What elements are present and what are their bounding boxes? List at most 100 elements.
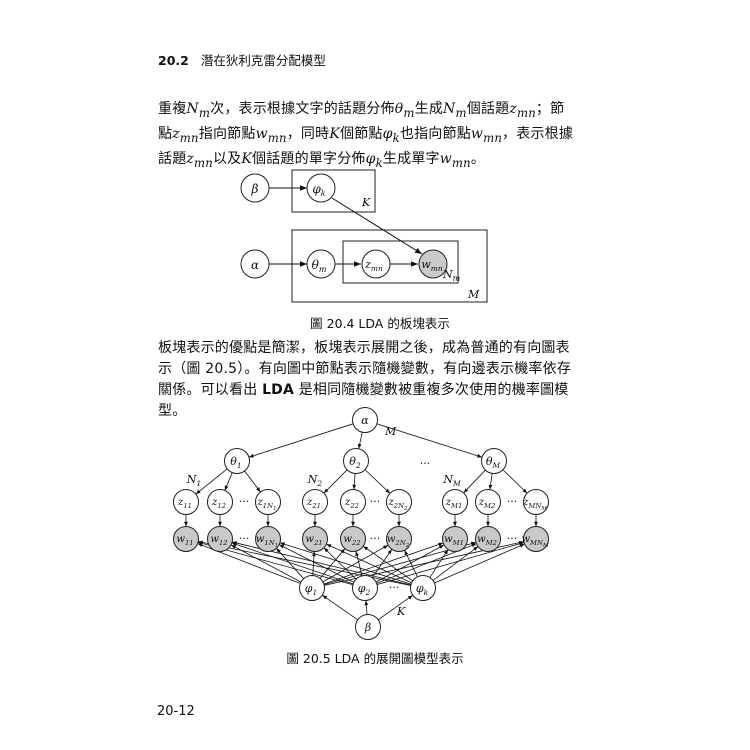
w-label: wM2 (477, 534, 497, 547)
z-node (386, 489, 412, 515)
edge-theta-z (352, 473, 357, 490)
edge-phi-w (276, 548, 304, 579)
z-label: z1N1 (256, 497, 276, 512)
math: wmn (439, 150, 471, 170)
plate-m-label: M (467, 288, 480, 301)
edge-alpha-theta (248, 423, 354, 458)
phi-label: φ2 (358, 582, 371, 597)
math: θm (394, 101, 415, 120)
w-node (475, 526, 501, 552)
w-node (418, 249, 448, 279)
theta-label: θ1 (230, 455, 241, 470)
math: Nm (443, 101, 467, 120)
edge-beta-phi (364, 600, 369, 615)
edge-phi-w (326, 543, 412, 584)
z-label: z12 (211, 497, 226, 510)
ellipsis: ··· (507, 532, 518, 545)
text: 個節點 (340, 125, 383, 142)
z-node (173, 489, 199, 515)
w-node (173, 526, 199, 552)
text: 指向節點 (198, 125, 256, 142)
k-label: K (396, 605, 406, 618)
edge-phi-w (371, 549, 393, 578)
w-node (523, 526, 549, 552)
z-node (475, 489, 501, 515)
z-label: z21 (306, 497, 321, 510)
text: 。 (470, 150, 486, 167)
plate-n-label: Nm (442, 268, 461, 283)
edge-phi-w (322, 544, 389, 583)
w-label: w1N1 (256, 534, 278, 549)
z-label: zMNM (522, 497, 547, 512)
section-number: 20.2 (158, 53, 189, 68)
math: K (241, 150, 253, 167)
figure-20-5-caption: 圖 20.5 LDA 的展開圖模型表示 (286, 651, 464, 666)
ellipsis: ··· (239, 495, 250, 508)
math: zmn (172, 125, 199, 145)
edge-theta-z (195, 468, 228, 495)
page-number: 20-12 (157, 704, 195, 719)
edge-phi-w (404, 550, 418, 577)
edge-phi-w (376, 541, 525, 585)
w-node (255, 526, 281, 552)
ellipsis: ··· (507, 495, 518, 508)
text: 也指向節點 (399, 125, 471, 142)
edge-phi-w (198, 540, 411, 586)
section-title: 潛在狄利克雷分配模型 (200, 53, 326, 68)
z-label: z2N2 (387, 497, 408, 512)
ellipsis: ··· (370, 532, 381, 545)
w-label: w21 (305, 534, 322, 547)
n-label: NM (442, 473, 461, 488)
edge-phi-w (312, 551, 316, 576)
beta-label: β (364, 621, 371, 634)
plate-m (291, 229, 488, 303)
z-node (255, 489, 281, 515)
text: ，表示根據話題 (158, 125, 574, 167)
edge-alpha-theta (357, 432, 363, 449)
z-node (361, 249, 391, 279)
text: 個話題 (466, 101, 510, 117)
w-label: wM1 (444, 534, 464, 547)
n-label: N2 (307, 473, 323, 488)
edge-phi-w (429, 549, 449, 578)
text: 以及 (212, 150, 242, 167)
phi-node (299, 575, 325, 601)
phi-node (306, 173, 336, 203)
theta-node (481, 448, 507, 474)
z-node (523, 489, 549, 515)
paragraph-1: 重複Nm次，表示根據文字的話題分佈θm生成Nm個話題zmn；節點zmn指向節點w… (158, 99, 578, 173)
edge-theta-z (364, 469, 391, 494)
edge-phi-w (375, 544, 445, 583)
w-label: w2N2 (387, 534, 410, 549)
m-label: M (384, 425, 397, 438)
edge-phi-w (319, 548, 346, 579)
edge-theta-z (323, 469, 348, 494)
edge-phi-w (434, 543, 525, 584)
w-label: wMNM (521, 534, 548, 549)
theta-node (224, 448, 250, 474)
z-node (442, 489, 468, 515)
text: 重複 (158, 101, 187, 117)
theta-label: θ2 (349, 455, 361, 470)
alpha-node (352, 407, 378, 433)
ellipsis: ··· (420, 457, 431, 470)
math: K (329, 125, 340, 142)
text: 板塊表示的優點是簡潔，板塊表示展開之後，成為普通的有向圖表示（圖 20.5）。有… (158, 340, 572, 398)
math: φk (382, 125, 400, 145)
edge-beta-phi (322, 594, 358, 621)
text: 是相同隨機變數被重複多次使用的機率圖模型。 (158, 382, 569, 419)
text: ；節點 (158, 101, 565, 142)
phi-label: φ1 (305, 582, 317, 597)
theta-label: θM (486, 455, 501, 470)
edge-theta-z (244, 470, 261, 493)
w-node (386, 526, 412, 552)
w-node (340, 526, 366, 552)
plate-k-label: K (361, 196, 371, 209)
beta-node (355, 614, 381, 640)
text: 生成單字 (382, 150, 440, 167)
z-label: zM2 (478, 497, 496, 510)
math: wmn (470, 125, 503, 145)
theta-node (306, 249, 336, 279)
w-node (207, 526, 233, 552)
alpha-label: α (251, 258, 259, 272)
